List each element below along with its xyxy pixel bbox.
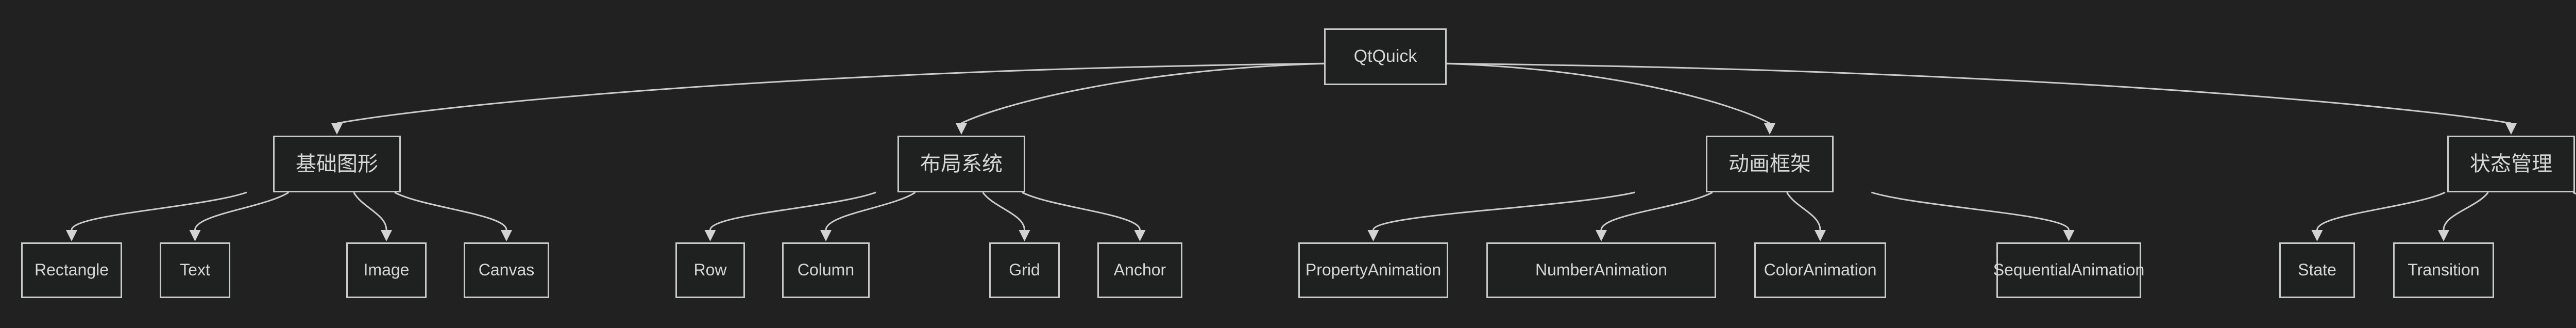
node-label-column: Column <box>797 260 855 280</box>
node-canvas[interactable]: Canvas <box>464 242 549 298</box>
node-label-layout-system: 布局系统 <box>920 153 1003 175</box>
node-label-qtquick: QtQuick <box>1353 46 1417 67</box>
edge-qtquick-to-state-management <box>1446 62 2512 124</box>
node-label-rectangle: Rectangle <box>34 260 109 280</box>
node-transition[interactable]: Transition <box>2393 242 2494 298</box>
node-text[interactable]: Text <box>160 242 230 298</box>
node-label-color-animation: ColorAnimation <box>1764 260 1877 280</box>
edge-layout-system-to-column <box>825 191 916 231</box>
node-label-state-management: 状态管理 <box>2470 153 2552 175</box>
node-anchor[interactable]: Anchor <box>1097 242 1182 298</box>
arrowhead-icon-layout-system <box>956 123 967 135</box>
arrowhead-icon-image <box>381 230 392 241</box>
node-label-text: Text <box>180 260 210 280</box>
edge-layout-system-to-row <box>709 191 876 231</box>
arrowhead-icon-color-animation <box>1815 230 1826 241</box>
node-label-number-animation: NumberAnimation <box>1535 260 1668 280</box>
node-label-state: State <box>2298 260 2336 280</box>
node-number-animation[interactable]: NumberAnimation <box>1486 242 1716 298</box>
edge-animation-framework-to-sequential-animation <box>1871 191 2070 231</box>
edge-qtquick-to-animation-framework <box>1446 62 1770 124</box>
edge-basic-shapes-to-text <box>194 191 290 231</box>
node-label-canvas: Canvas <box>478 260 535 280</box>
edge-state-management-to-transition <box>2443 192 2489 231</box>
arrowhead-icon-anchor <box>1134 230 1146 241</box>
arrowhead-icon-text <box>189 230 201 241</box>
edge-qtquick-to-basic-shapes <box>336 62 1325 124</box>
arrowhead-icon-animation-framework <box>1764 123 1775 135</box>
node-column[interactable]: Column <box>782 242 870 298</box>
arrowhead-icon-property-animation <box>1367 230 1379 241</box>
node-row[interactable]: Row <box>675 242 745 298</box>
node-label-sequential-animation: SequentialAnimation <box>1993 260 2145 280</box>
node-property-animation[interactable]: PropertyAnimation <box>1298 242 1448 298</box>
edge-basic-shapes-to-image <box>353 192 387 231</box>
arrowhead-icon-row <box>704 230 716 241</box>
edge-animation-framework-to-number-animation <box>1600 191 1713 231</box>
node-animation-framework[interactable]: 动画框架 <box>1706 136 1834 192</box>
node-layout-system[interactable]: 布局系统 <box>897 136 1025 192</box>
edge-basic-shapes-to-rectangle <box>71 191 247 231</box>
arrowhead-icon-basic-shapes <box>331 123 343 135</box>
node-label-image: Image <box>363 260 410 280</box>
edge-state-management-to-behavior <box>2572 191 2576 195</box>
edge-layout-system-to-anchor <box>1022 191 1141 231</box>
node-color-animation[interactable]: ColorAnimation <box>1754 242 1886 298</box>
edge-animation-framework-to-property-animation <box>1372 191 1635 231</box>
node-rectangle[interactable]: Rectangle <box>21 242 122 298</box>
arrowhead-icon-state <box>2311 230 2323 241</box>
node-label-row: Row <box>693 260 727 280</box>
edge-basic-shapes-to-canvas <box>394 191 507 231</box>
node-state[interactable]: State <box>2279 242 2355 298</box>
edge-layout-system-to-grid <box>982 192 1025 231</box>
arrowhead-icon-column <box>820 230 832 241</box>
arrowhead-icon-grid <box>1019 230 1030 241</box>
node-state-management[interactable]: 状态管理 <box>2447 136 2575 192</box>
node-label-grid: Grid <box>1009 260 1040 280</box>
node-label-anchor: Anchor <box>1113 260 1166 280</box>
arrowhead-icon-rectangle <box>66 230 77 241</box>
node-sequential-animation[interactable]: SequentialAnimation <box>1993 242 2144 298</box>
arrowhead-icon-transition <box>2438 230 2449 241</box>
node-label-transition: Transition <box>2408 260 2480 280</box>
node-label-animation-framework: 动画框架 <box>1728 153 1811 175</box>
edge-qtquick-to-layout-system <box>961 62 1325 124</box>
arrowhead-icon-state-management <box>2505 123 2517 135</box>
node-basic-shapes[interactable]: 基础图形 <box>273 136 401 192</box>
node-grid[interactable]: Grid <box>989 242 1060 298</box>
arrowhead-icon-canvas <box>501 230 512 241</box>
node-qtquick[interactable]: QtQuick <box>1324 28 1447 85</box>
arrowhead-icon-sequential-animation <box>2063 230 2075 241</box>
edge-animation-framework-to-color-animation <box>1786 192 1821 231</box>
edge-state-management-to-state <box>2316 191 2446 231</box>
arrowhead-icon-number-animation <box>1596 230 1607 241</box>
node-image[interactable]: Image <box>346 242 427 298</box>
node-label-property-animation: PropertyAnimation <box>1305 260 1442 280</box>
node-label-basic-shapes: 基础图形 <box>296 153 378 175</box>
